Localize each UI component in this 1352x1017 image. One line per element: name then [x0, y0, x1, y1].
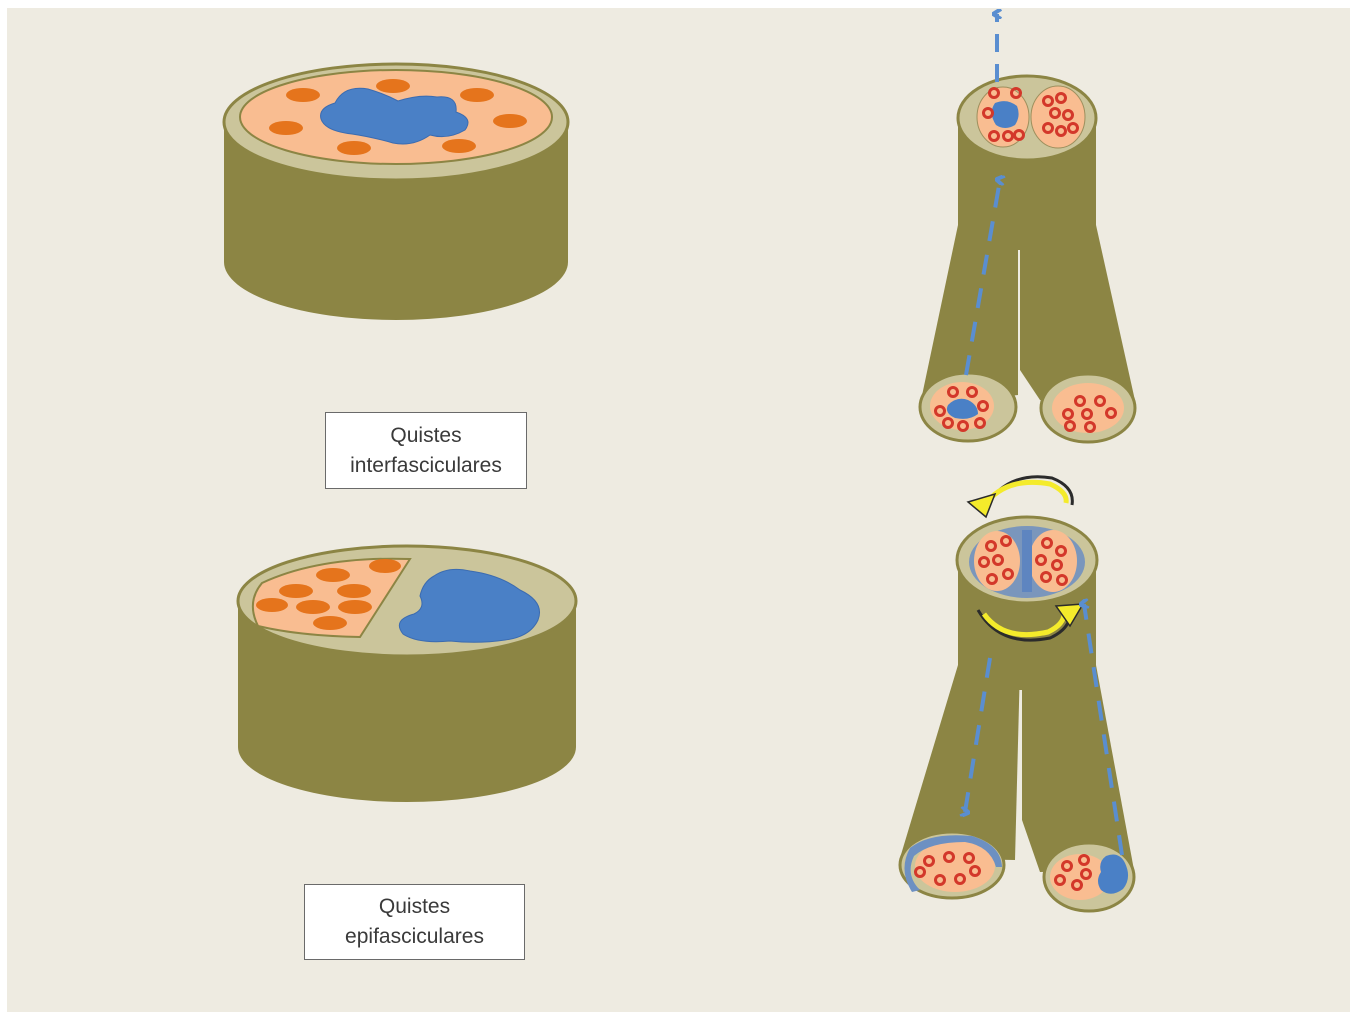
branching-nerve-top [920, 14, 1136, 442]
label-line-2: interfasciculares [350, 451, 502, 481]
rotation-arrowhead [968, 494, 995, 517]
curved-rotation-arrow-icon [984, 482, 1066, 506]
label-quistes-interfasciculares: Quistes interfasciculares [325, 412, 527, 489]
branching-nerve-bottom [900, 477, 1134, 911]
label-line-2: epifasciculares [345, 922, 484, 952]
label-line-1: Quistes [379, 892, 450, 922]
left-branch-body [900, 665, 1020, 860]
interfascicular-nerve-cylinder [224, 64, 568, 320]
right-branch-body [1022, 665, 1134, 872]
trunk-cyst [992, 101, 1019, 128]
epifascicular-nerve-cylinder [238, 546, 576, 802]
trunk-center-cyst [1022, 530, 1032, 592]
label-quistes-epifasciculares: Quistes epifasciculares [304, 884, 525, 960]
label-line-1: Quistes [390, 421, 461, 451]
